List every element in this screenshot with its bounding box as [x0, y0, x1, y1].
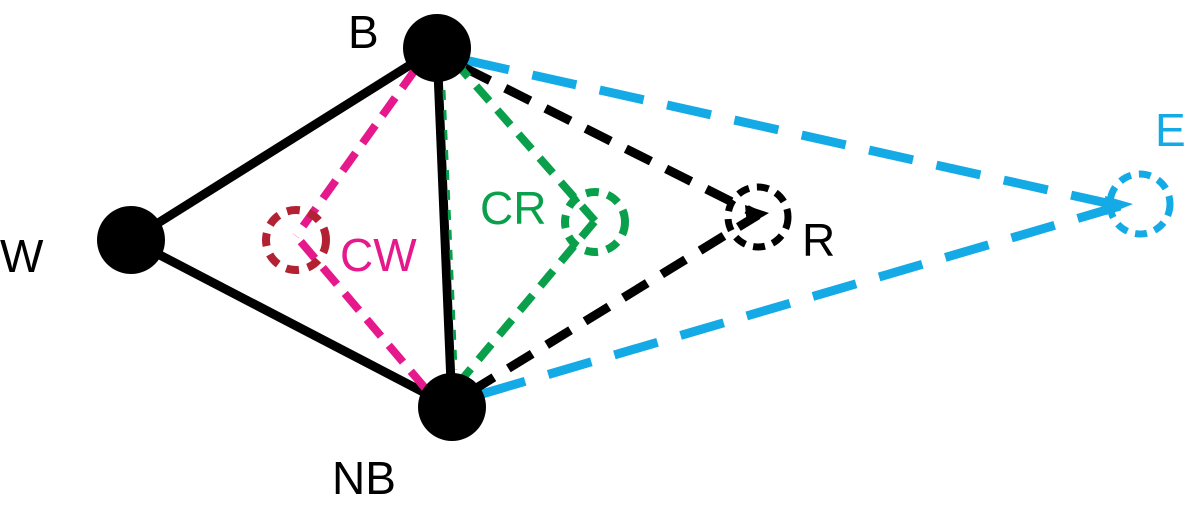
- label-r: R: [802, 214, 835, 266]
- point-e-circle: [1106, 170, 1174, 238]
- edge-b-cr: [451, 59, 599, 224]
- edge-b-nb-green-overlay: [442, 89, 458, 371]
- vertex-b: [403, 14, 471, 82]
- edge-b-nb: [432, 43, 457, 412]
- vertex-nb: [418, 373, 486, 441]
- label-w: W: [0, 230, 44, 282]
- edge-b-r: [462, 63, 761, 220]
- edge-b-e: [464, 55, 1121, 211]
- edge-nb-r: [467, 211, 761, 396]
- label-nb: NB: [332, 452, 396, 504]
- edge-nb-e: [480, 201, 1122, 399]
- point-cw-circle: [262, 206, 330, 274]
- vertex-w: [97, 206, 165, 274]
- edge-b-cw: [292, 67, 419, 239]
- label-cr: CR: [480, 182, 546, 234]
- label-b: B: [348, 6, 379, 58]
- edge-w-b: [126, 43, 442, 245]
- label-cw: CW: [340, 229, 417, 281]
- label-e: E: [1155, 104, 1185, 156]
- edge-nb-cr: [454, 218, 599, 387]
- arrowhead-r: [745, 205, 769, 226]
- edge-w-nb: [126, 235, 457, 412]
- point-r-circle: [724, 183, 792, 251]
- point-cr-circle: [561, 188, 629, 256]
